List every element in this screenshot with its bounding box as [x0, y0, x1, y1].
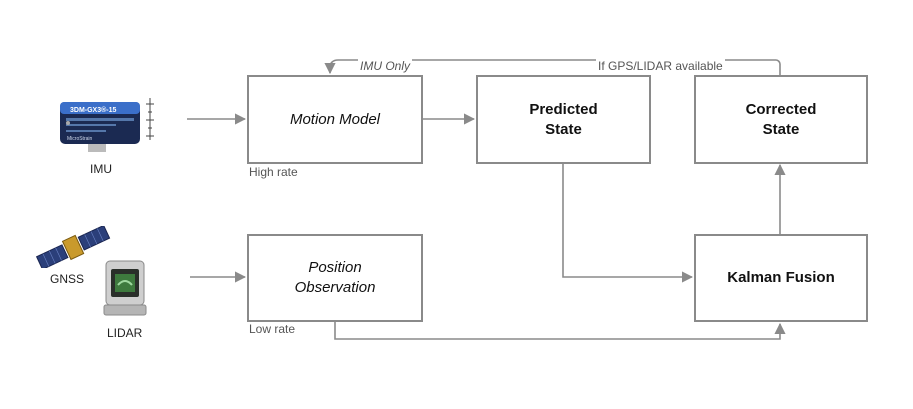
kalman-fusion-label: Kalman Fusion [727, 269, 835, 286]
arrow-predicted-to-kalman [562, 163, 694, 283]
kalman-fusion-box: Kalman Fusion [694, 234, 868, 322]
satellite-icon [35, 226, 111, 268]
motion-model-box: Motion Model [247, 75, 423, 164]
gnss-label: GNSS [50, 272, 85, 286]
imu-only-note: IMU Only [358, 59, 413, 73]
imu-label: IMU [90, 162, 112, 176]
predicted-state-box: Predicted State [476, 75, 651, 164]
position-observation-box: Position Observation [247, 234, 423, 322]
gps-lidar-note: If GPS/LIDAR available [596, 59, 725, 73]
lidar-device-image [103, 260, 147, 316]
corrected-state-box: Corrected State [694, 75, 868, 164]
position-observation-label: Position Observation [294, 259, 376, 296]
high-rate-note: High rate [249, 165, 298, 179]
low-rate-note: Low rate [249, 322, 296, 336]
arrow-observation-to-kalman [334, 321, 786, 340]
corrected-state-label: Corrected State [745, 100, 817, 138]
motion-model-label: Motion Model [289, 110, 381, 128]
predicted-state-label: Predicted State [529, 100, 598, 138]
imu-model-text: 3DM-GX3®-15 [70, 106, 116, 114]
imu-brand-text: MicroStrain [67, 136, 93, 142]
lidar-label: LIDAR [107, 326, 143, 340]
arrow-feedback-loop [324, 59, 781, 76]
imu-device-image: 3DM-GX3®-15 MicroStrain [60, 98, 154, 152]
